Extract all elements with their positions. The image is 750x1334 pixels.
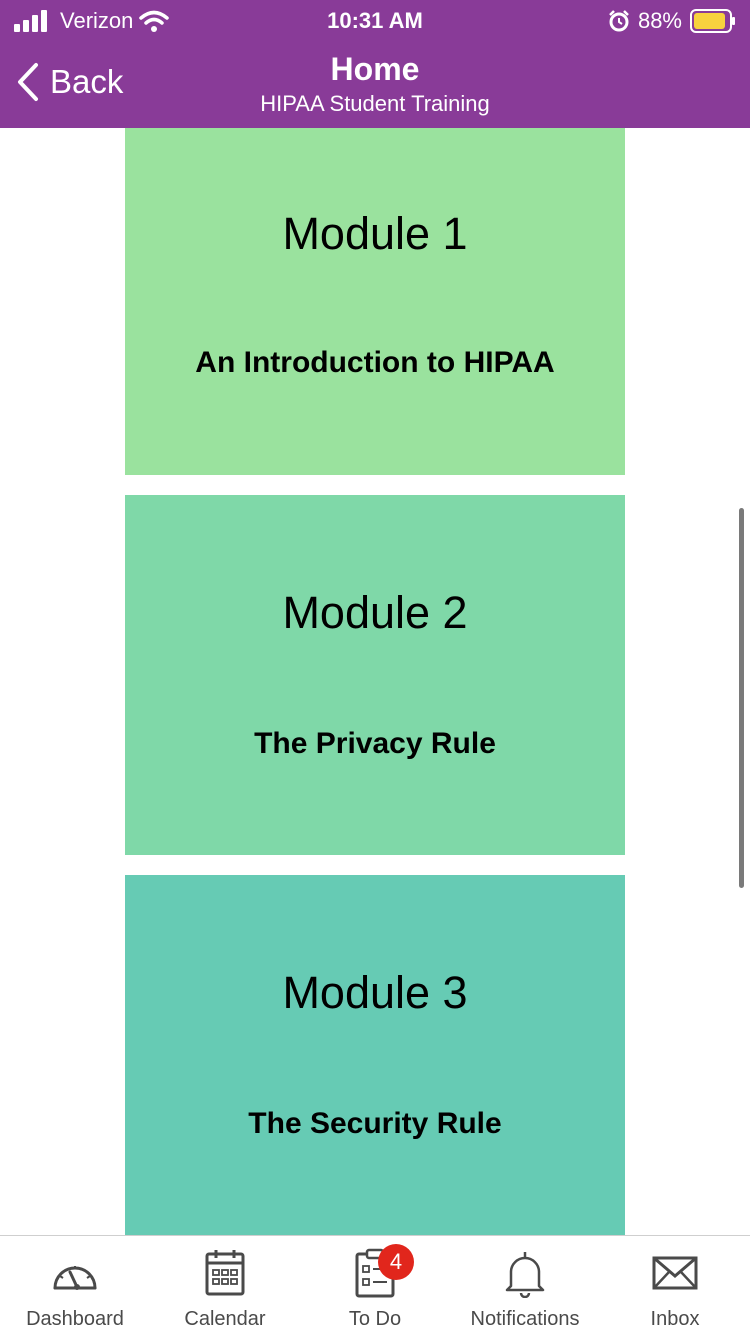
module-title: The Security Rule xyxy=(248,1107,502,1140)
back-button[interactable]: Back xyxy=(16,62,123,102)
bell-icon xyxy=(505,1252,545,1298)
module-number: Module 1 xyxy=(282,208,468,259)
tab-inbox[interactable]: Inbox xyxy=(600,1236,750,1334)
app-header: Verizon 10:31 AM 88% xyxy=(0,0,750,128)
tab-notifications[interactable]: Notifications xyxy=(450,1236,600,1334)
module-number: Module 2 xyxy=(282,587,468,638)
module-title: An Introduction to HIPAA xyxy=(195,346,555,379)
battery-percentage: 88% xyxy=(637,8,682,33)
tab-label: Dashboard xyxy=(26,1308,124,1330)
tab-calendar[interactable]: Calendar xyxy=(150,1236,300,1334)
battery-icon xyxy=(690,9,735,33)
module-card-3[interactable]: Module 3 The Security Rule xyxy=(125,875,625,1235)
page-subtitle: HIPAA Student Training xyxy=(260,91,490,116)
module-number: Module 3 xyxy=(282,967,468,1018)
module-title: The Privacy Rule xyxy=(254,727,496,760)
tab-dashboard[interactable]: Dashboard xyxy=(0,1236,150,1334)
page-title: Home xyxy=(330,51,420,87)
navigation-bar: Back Home HIPAA Student Training xyxy=(0,40,750,128)
back-label: Back xyxy=(50,63,124,100)
tab-to-do[interactable]: 4 To Do xyxy=(300,1236,450,1334)
calendar-icon xyxy=(205,1250,245,1296)
tab-label: Inbox xyxy=(650,1308,700,1330)
tab-bar: Dashboard Calendar xyxy=(0,1235,750,1334)
module-card-1[interactable]: Module 1 An Introduction to HIPAA xyxy=(125,128,625,475)
envelope-icon xyxy=(652,1256,698,1290)
alarm-icon xyxy=(609,10,629,32)
chevron-left-icon xyxy=(18,63,38,101)
carrier-name: Verizon xyxy=(60,8,134,33)
module-card-2[interactable]: Module 2 The Privacy Rule xyxy=(125,495,625,855)
module-list[interactable]: Module 1 An Introduction to HIPAA Module… xyxy=(0,128,750,1235)
status-time: 10:31 AM xyxy=(327,8,423,33)
tab-label: To Do xyxy=(348,1308,402,1330)
signal-bars-icon xyxy=(14,10,47,32)
dashboard-gauge-icon xyxy=(53,1266,97,1290)
wifi-icon xyxy=(139,10,170,32)
status-bar: Verizon 10:31 AM 88% xyxy=(0,0,750,40)
scrollbar[interactable] xyxy=(739,508,744,888)
tab-label: Calendar xyxy=(184,1308,266,1330)
tab-label: Notifications xyxy=(470,1308,580,1330)
todo-count-badge: 4 xyxy=(378,1244,414,1280)
